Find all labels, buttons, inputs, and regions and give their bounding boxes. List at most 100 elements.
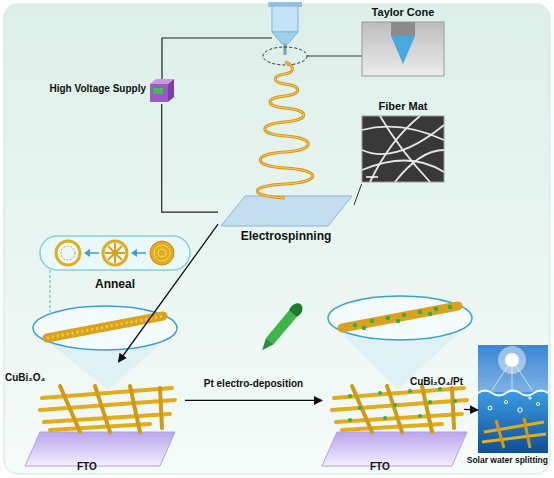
fiber [484,422,544,432]
fiber [422,386,432,432]
fto-substrate [322,432,467,466]
flow-arrow [464,409,478,411]
fiber [452,388,454,428]
sun-ray [512,360,532,390]
fiber [387,386,402,432]
fiber [380,116,430,182]
flow-arrow [185,400,322,401]
sun-ray [492,360,512,390]
node-label: Taylor Cone [358,6,448,19]
magnifier [33,306,177,350]
pt-particle [438,387,442,391]
bubble [504,400,507,403]
single-fiber [47,316,163,338]
single-fiber [342,306,458,328]
node-label: FTO [370,461,390,473]
spoke [108,246,122,260]
pt-particle [393,403,397,407]
pt-particle [428,312,432,316]
fiber [395,150,444,182]
pt-particle [348,394,352,398]
syringe-taper [272,32,298,44]
collector-plate: Electrospinning [218,190,354,248]
pt-particle [408,389,412,393]
pt-particle [378,391,382,395]
inset-image [362,116,444,182]
supply-side [168,79,174,102]
node-label: CuBi₂O₄/Pt [410,376,463,388]
sky [478,345,548,453]
inset-box: Fiber Mat [358,100,448,184]
pt-particle [402,313,406,317]
power-supply: High Voltage Supply [30,76,178,104]
sun-ray [512,360,513,392]
pt-particle [418,310,422,314]
bubble [488,406,492,410]
node-label: Electrospinning [218,230,354,244]
hollow-fiber-section [56,241,80,265]
magnifier [328,296,472,340]
bubble [518,408,522,412]
fto-substrate [25,432,175,466]
background-panel [4,4,550,474]
water [478,392,548,453]
pt-particle [396,319,400,323]
spoke [108,246,122,260]
fiber [496,420,504,448]
syringe-body [272,6,298,32]
process-arrow-head [131,249,137,257]
leader-line [49,270,50,312]
node-label: Fiber Mat [358,100,448,113]
fiber-jet [257,62,313,198]
fiber [130,386,140,432]
pt-particle [353,323,357,327]
fiber-grain [47,316,163,338]
photo-panel: Solar water splitting [478,345,548,470]
node-label: High Voltage Supply [30,83,146,95]
fiber [50,424,150,430]
scale-bar [366,176,378,178]
fiber-section [103,241,127,265]
supply-display [153,88,163,94]
pt-particle [428,400,432,404]
hollow-core [61,246,75,260]
pt-particle [453,399,457,403]
fiber [524,418,530,448]
anneal-step: Anneal [35,230,195,296]
pt-particle [370,319,374,323]
pipette-body [266,310,297,344]
fiber [342,424,442,430]
leader-line [307,56,362,57]
node-label: CuBi₂O₄ [5,372,45,384]
pt-particle [386,316,390,320]
fiber [160,388,162,428]
fiber [482,434,546,442]
inset-box: Taylor Cone [358,6,448,80]
pt-particle [434,307,438,311]
pt-particle [383,416,387,420]
connector-line [354,184,362,205]
pt-particle [448,305,452,309]
node-label: Anneal [35,278,195,292]
pipette-tip [258,338,273,354]
fiber [362,160,444,172]
node-label: FTO [77,461,97,473]
anneal-tube [40,236,190,270]
solid-fiber-section [150,241,174,265]
electrode: CuBi₂O₄/PtFTO [322,362,464,475]
supply-front [150,84,168,102]
wire [162,38,272,79]
electrode: CuBi₂O₄ FTO [5,362,185,475]
flow-arrow [118,224,218,362]
connector-line [162,104,218,212]
wave [478,391,548,396]
node-label: Solar water splitting [467,456,548,466]
bubble [529,397,531,399]
inset-image [362,22,444,76]
fiber-jet-highlight [257,62,313,198]
pt-particle [362,326,366,330]
pt-particle [358,406,362,410]
bubble [536,402,539,405]
